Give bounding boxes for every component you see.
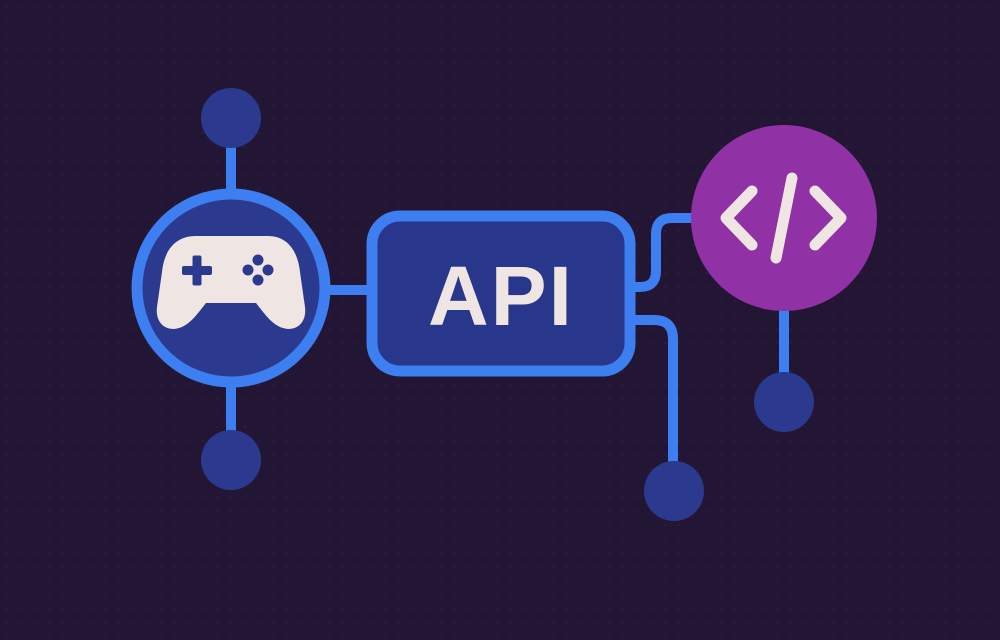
endpoint-dots <box>201 88 814 521</box>
endpoint-dot-gamepad-bottom <box>201 430 261 490</box>
gamepad-node <box>131 188 331 388</box>
connector-api-bottom <box>625 315 678 496</box>
code-node <box>691 125 877 311</box>
connector-api-code <box>625 213 701 292</box>
endpoint-dot-gamepad-top <box>201 88 261 148</box>
connector-lines <box>226 113 789 496</box>
endpoint-dot-api-bottom <box>644 461 704 521</box>
api-label: API <box>428 249 574 343</box>
endpoint-dot-code-bottom <box>754 372 814 432</box>
gamepad-icon <box>156 236 306 329</box>
api-box: API <box>366 210 636 377</box>
code-brackets-icon <box>720 172 847 264</box>
